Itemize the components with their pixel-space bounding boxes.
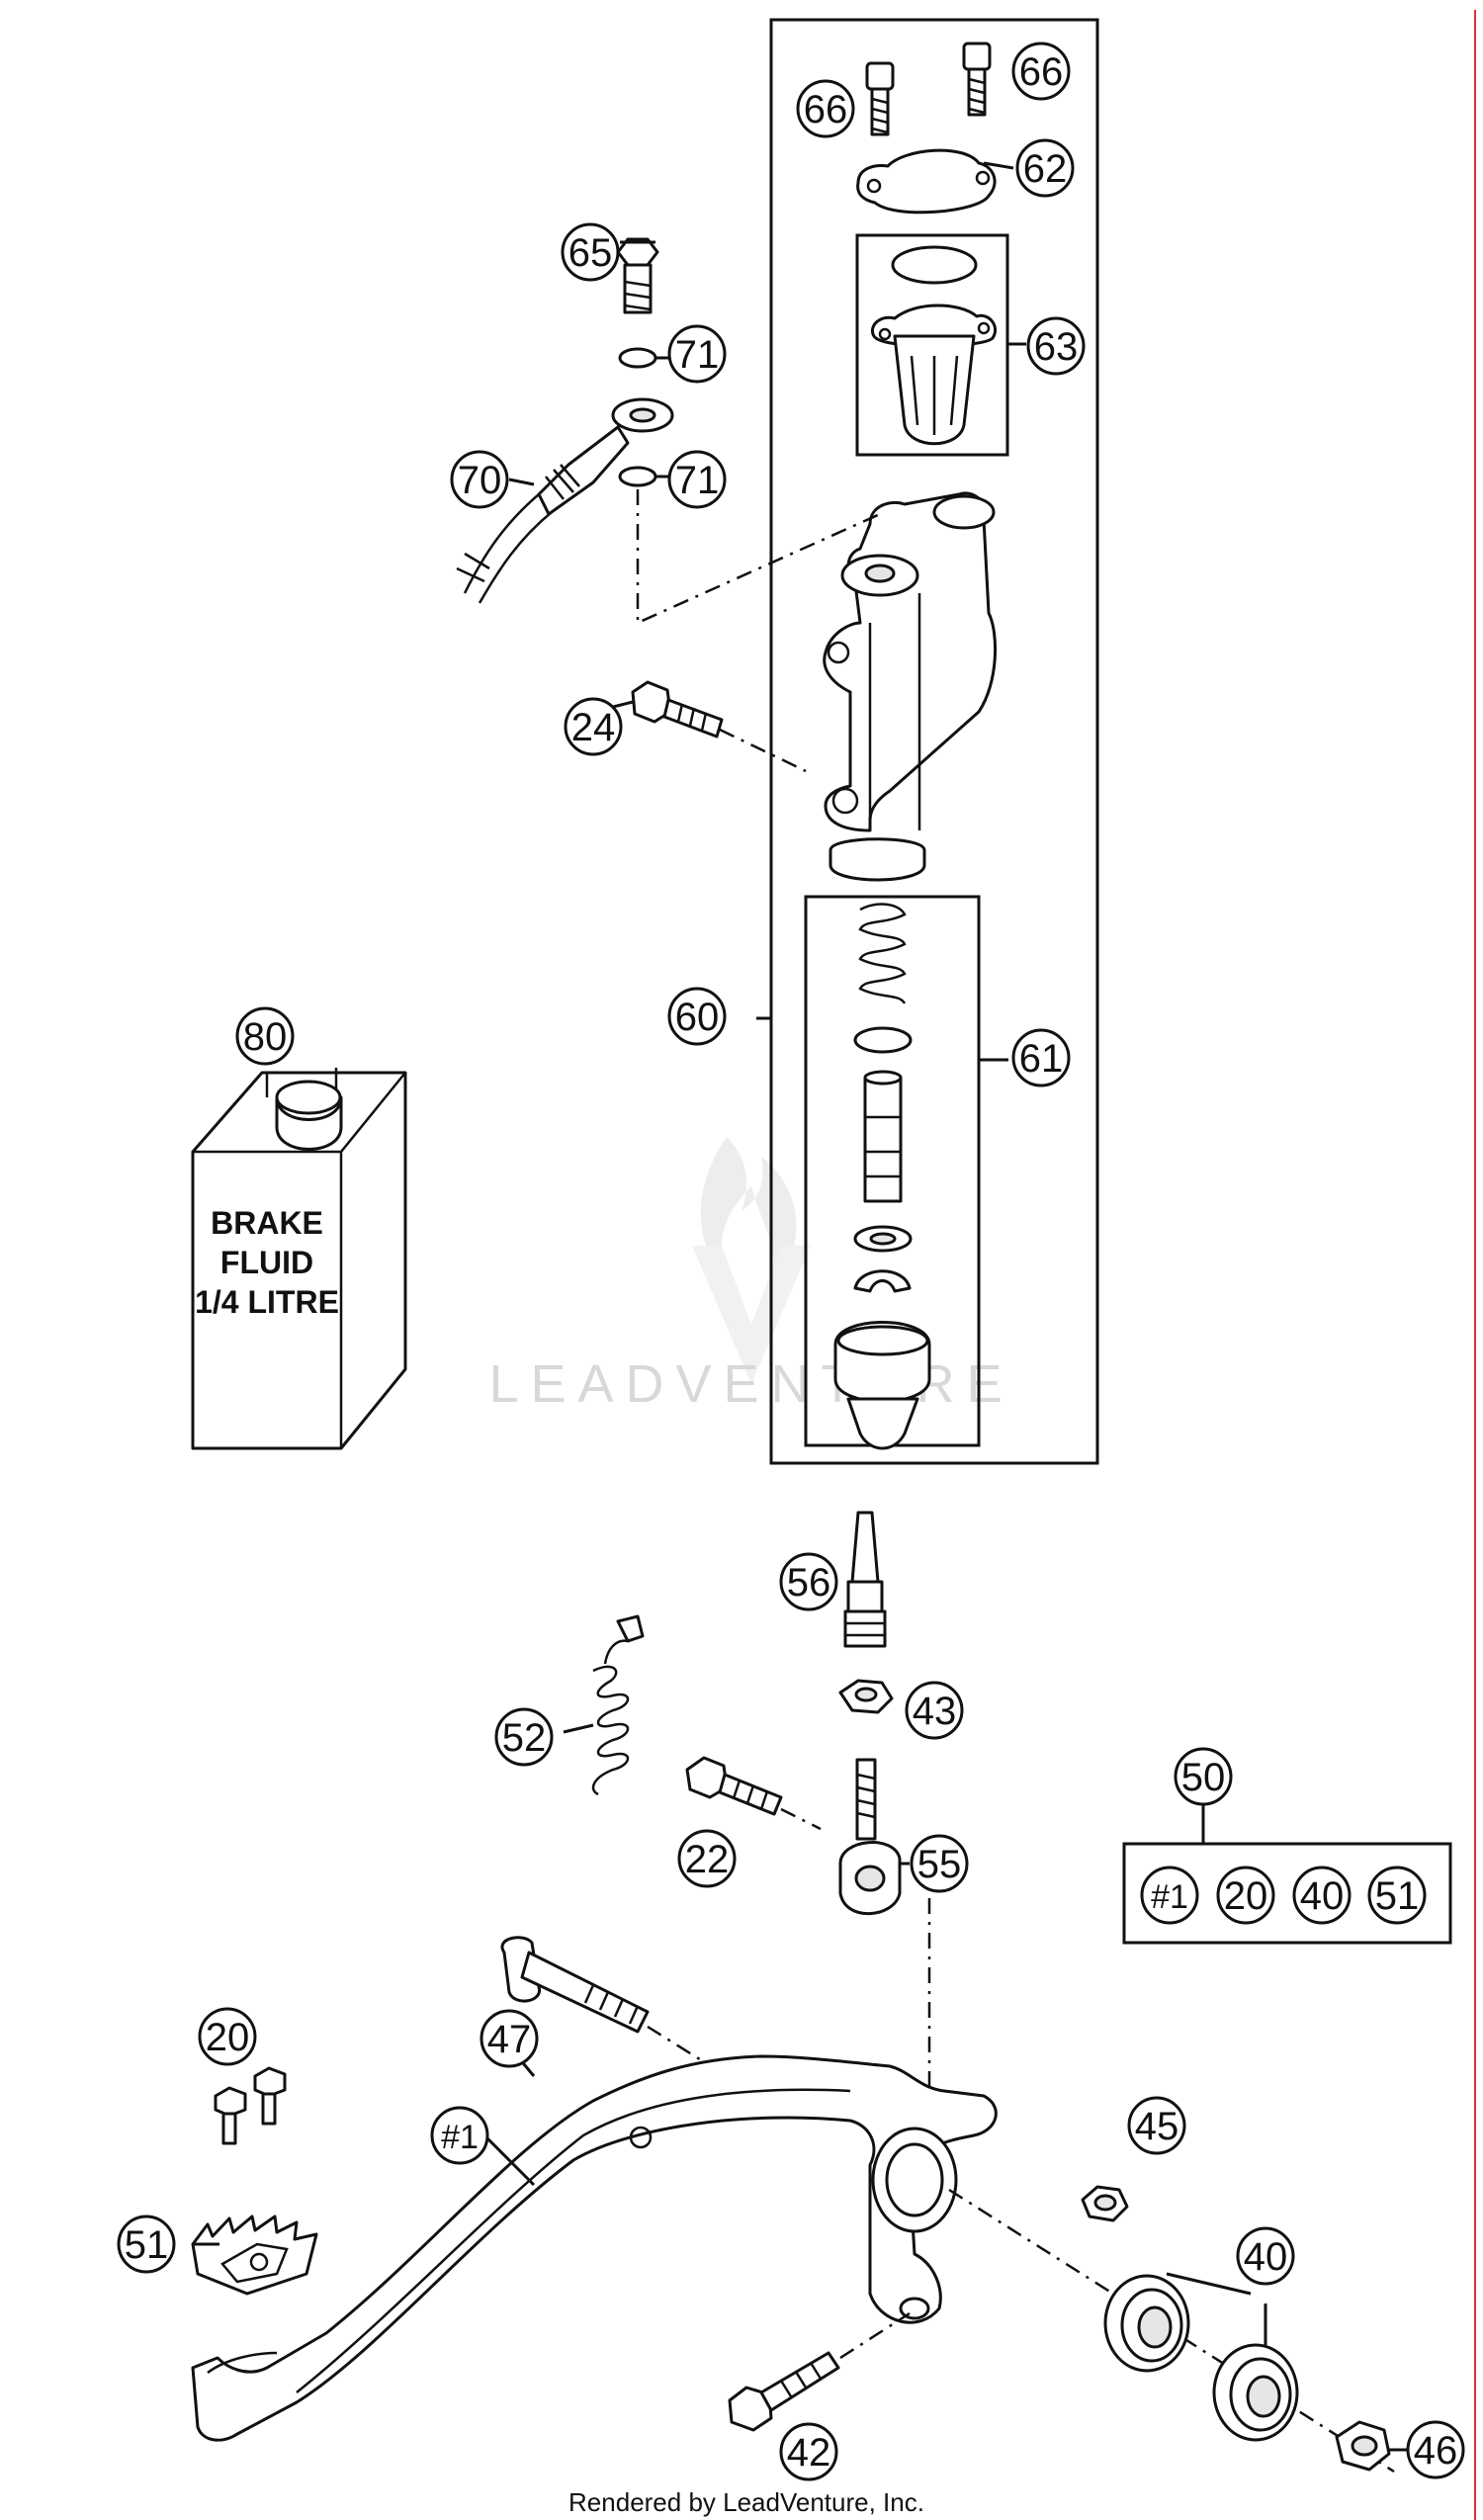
- callout-label: 47: [487, 2018, 532, 2061]
- callout-label: 71: [675, 333, 720, 377]
- callout-kit-51: 51: [1367, 1866, 1427, 1925]
- callout-40: 40: [1236, 2226, 1295, 2286]
- bearing-40-rear: [1212, 2343, 1299, 2442]
- washer-71-bottom: [618, 466, 657, 487]
- callout-42: 42: [779, 2422, 838, 2481]
- callout-20: 20: [198, 2007, 257, 2066]
- callout-label: 55: [917, 1843, 962, 1886]
- callout-71a: 71: [667, 324, 727, 384]
- callout-label: 51: [1375, 1874, 1420, 1918]
- callout-22: 22: [677, 1829, 737, 1888]
- callout-62: 62: [1015, 138, 1075, 198]
- bearing-40-front: [1103, 2274, 1190, 2373]
- callout-label: #1: [441, 2119, 479, 2156]
- callout-65: 65: [561, 222, 620, 282]
- callout-label: 60: [675, 996, 720, 1039]
- watermark-logo: [692, 1137, 811, 1384]
- callout-label: 63: [1034, 325, 1079, 369]
- bolt-22: [685, 1756, 783, 1816]
- bolt-24: [631, 680, 724, 739]
- footer-credit: Rendered by LeadVenture, Inc.: [568, 2487, 924, 2517]
- callout-label: 62: [1023, 147, 1068, 191]
- piston-kit-61: [833, 903, 931, 1450]
- callout-60: 60: [667, 987, 727, 1046]
- screws-20: [214, 2066, 287, 2145]
- screw-66-left: [865, 61, 895, 136]
- callout-label: 50: [1181, 1756, 1226, 1799]
- callout-45: 45: [1127, 2096, 1186, 2155]
- reservoir-cover-62: [856, 148, 997, 215]
- callout-label: 52: [502, 1716, 547, 1760]
- callout-pedal-1: #1: [430, 2106, 489, 2165]
- callout-43: 43: [905, 1681, 964, 1740]
- master-cylinder-body: [823, 491, 997, 882]
- callout-label: 65: [568, 231, 613, 275]
- brake-pedal-1: [191, 2054, 998, 2442]
- callout-55: 55: [910, 1834, 969, 1893]
- bolt-24-path: [719, 728, 807, 773]
- callout-46: 46: [1406, 2420, 1465, 2479]
- bolt-42-path: [839, 2311, 911, 2360]
- clevis-55: [838, 1758, 902, 1916]
- callout-label: 40: [1244, 2235, 1288, 2279]
- callout-label: 20: [1224, 1874, 1268, 1918]
- callout-label: 56: [787, 1561, 831, 1605]
- watermark-text: LEADVENTURE: [488, 1354, 1013, 1414]
- callout-label: 51: [125, 2223, 169, 2267]
- kit-box-50: [1122, 1842, 1452, 1945]
- pedal-step-51: [191, 2215, 318, 2296]
- callout-61: 61: [1011, 1028, 1071, 1087]
- callout-80: 80: [235, 1006, 295, 1066]
- callout-label: 24: [571, 706, 616, 749]
- callout-label: 45: [1135, 2105, 1179, 2148]
- banjo-bolt-65: [616, 237, 659, 314]
- callout-label: 61: [1019, 1037, 1064, 1081]
- callout-70: 70: [450, 450, 509, 509]
- callout-label: 80: [243, 1015, 288, 1059]
- push-rod-56: [843, 1511, 887, 1648]
- washer-71-top: [618, 347, 657, 369]
- bolt-42: [728, 2351, 840, 2432]
- callout-label: 40: [1300, 1874, 1345, 1918]
- callout-label: 70: [458, 459, 502, 502]
- nut-46: [1335, 2420, 1391, 2472]
- callout-label: 42: [787, 2431, 831, 2475]
- bottle-label-line3: 1/4 LITRE: [195, 1284, 339, 1320]
- brake-hose-70: [456, 397, 674, 604]
- callout-kit-20: 20: [1216, 1866, 1275, 1925]
- callout-label: #1: [1151, 1878, 1188, 1916]
- callout-66a: 66: [796, 79, 855, 138]
- bottle-label-line2: FLUID: [220, 1245, 313, 1280]
- hose-path-line: [636, 489, 881, 625]
- callout-label: 66: [1019, 50, 1064, 94]
- callout-50: 50: [1174, 1747, 1233, 1806]
- callout-kit-40: 40: [1292, 1866, 1352, 1925]
- nut-45: [1081, 2185, 1129, 2222]
- callout-label: 66: [804, 88, 848, 131]
- screw-66-right: [962, 42, 992, 117]
- spring-52: [591, 1614, 645, 1796]
- reservoir-diaphragm-63: [871, 245, 998, 446]
- assembly-box-60: [769, 18, 1099, 1465]
- bottle-label-line1: BRAKE: [211, 1205, 323, 1241]
- callout-label: 43: [913, 1690, 957, 1733]
- callout-label: 20: [206, 2016, 250, 2059]
- callout-label: 46: [1414, 2429, 1458, 2473]
- callout-63: 63: [1026, 316, 1086, 376]
- callout-66b: 66: [1011, 42, 1071, 101]
- callout-47: 47: [480, 2009, 539, 2068]
- brake-fluid-bottle-80: [191, 1068, 407, 1450]
- callout-56: 56: [779, 1552, 838, 1611]
- callout-51: 51: [117, 2215, 176, 2274]
- bolt-22-path: [780, 1807, 822, 1831]
- nut-43: [838, 1679, 894, 1714]
- callout-kit-1: #1: [1140, 1866, 1199, 1925]
- callout-label: 71: [675, 459, 720, 502]
- callout-label: 22: [685, 1838, 730, 1881]
- callout-52: 52: [494, 1707, 554, 1767]
- callout-71b: 71: [667, 450, 727, 509]
- pivot-bolt-47: [500, 1936, 650, 2034]
- callout-24: 24: [564, 697, 623, 756]
